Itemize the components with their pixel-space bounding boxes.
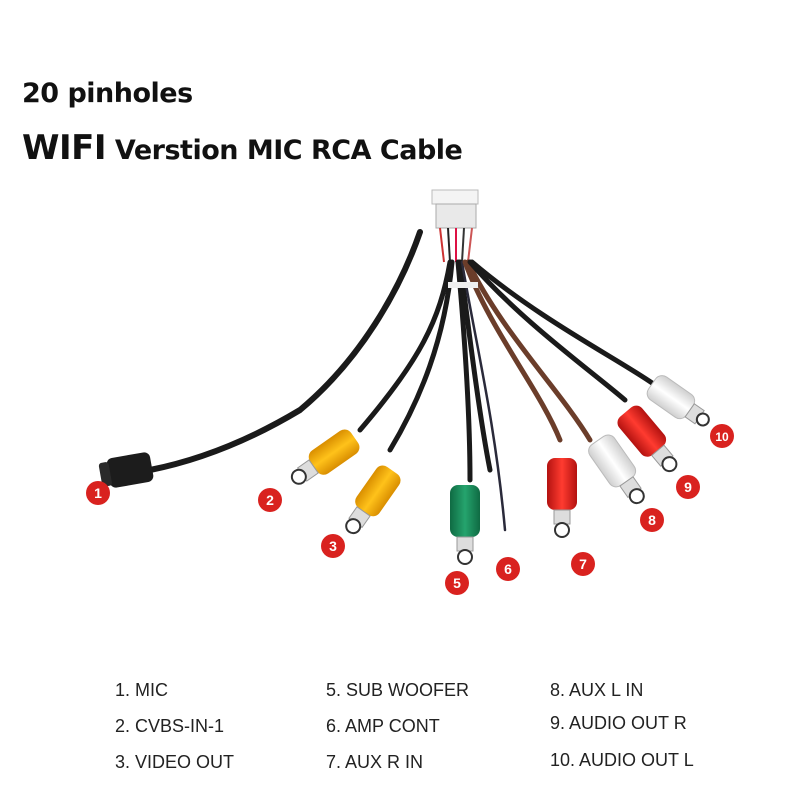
- badge-3: 3: [321, 534, 345, 558]
- title-line-2: WIFI Verstion MIC RCA Cable: [22, 128, 463, 168]
- legend-item-8: 8. AUX L IN: [550, 680, 644, 700]
- cable-illustration: 1 2 3 5 6 7 8 9 10: [86, 189, 734, 595]
- title-rest: Verstion MIC RCA Cable: [106, 135, 463, 166]
- rca-red-7: [547, 458, 577, 538]
- badge-9: 9: [676, 475, 700, 499]
- badge-10-label: 10: [715, 430, 729, 444]
- badge-8-label: 8: [648, 512, 656, 528]
- rca-red-9: [617, 405, 678, 473]
- badge-2-label: 2: [266, 492, 274, 508]
- cables: [147, 229, 658, 532]
- legend-item-7: 7. AUX R IN: [326, 752, 424, 772]
- rca-green-5: [450, 485, 480, 565]
- rca-white-10: [646, 375, 710, 427]
- legend-item-2: 2. CVBS-IN-1: [115, 716, 225, 736]
- badge-6: 6: [496, 557, 520, 581]
- badge-9-label: 9: [684, 479, 692, 495]
- rca-yellow-3: [345, 465, 401, 535]
- legend-item-3: 3. VIDEO OUT: [115, 752, 235, 772]
- badge-1: 1: [86, 481, 110, 505]
- badge-1-label: 1: [94, 485, 102, 501]
- rca-white-8: [588, 434, 645, 505]
- badge-5: 5: [445, 571, 469, 595]
- legend-item-9: 9. AUDIO OUT R: [550, 713, 687, 733]
- legend-item-10: 10. AUDIO OUT L: [550, 750, 694, 770]
- badge-8: 8: [640, 508, 664, 532]
- rca-yellow-2: [290, 429, 360, 485]
- badge-10: 10: [710, 424, 734, 448]
- mic-jack: [98, 452, 154, 488]
- badge-7: 7: [571, 552, 595, 576]
- legend-item-5: 5. SUB WOOFER: [326, 680, 470, 700]
- legend-item-6: 6. AMP CONT: [326, 716, 440, 736]
- legend-item-1: 1. MIC: [115, 680, 169, 700]
- badge-5-label: 5: [453, 575, 461, 591]
- title-wifi: WIFI: [22, 128, 107, 168]
- badge-3-label: 3: [329, 538, 337, 554]
- harness-connector: [431, 189, 479, 263]
- badge-6-label: 6: [504, 561, 512, 577]
- title-line-1: 20 pinholes: [22, 78, 193, 109]
- badge-7-label: 7: [579, 556, 587, 572]
- badge-2: 2: [258, 488, 282, 512]
